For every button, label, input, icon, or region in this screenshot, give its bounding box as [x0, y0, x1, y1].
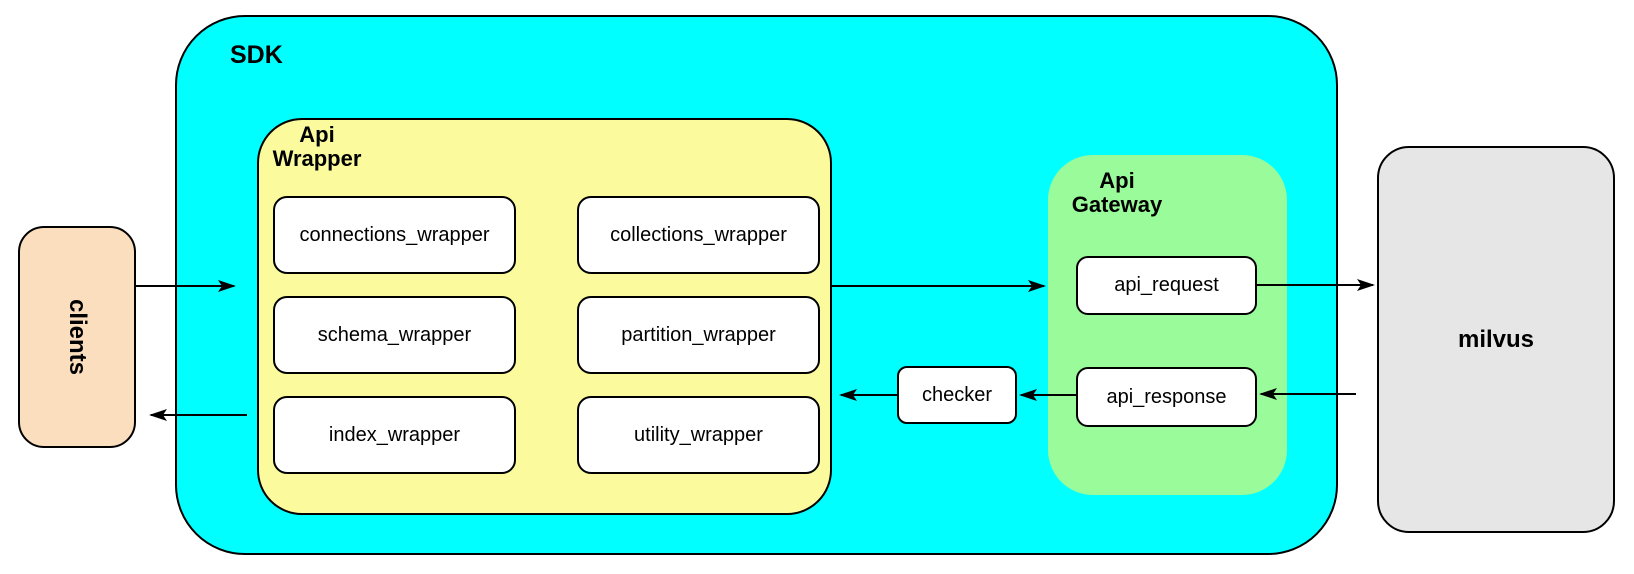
api-wrapper-label: Api Wrapper	[267, 123, 367, 171]
node-label: api_request	[1114, 274, 1219, 296]
clients-container: clients	[18, 226, 136, 448]
api-gateway-container	[1048, 155, 1287, 495]
api-gateway-label: Api Gateway	[1057, 169, 1177, 217]
api-gateway-label-line2: Gateway	[1071, 192, 1163, 217]
sdk-label: SDK	[230, 41, 283, 69]
node-partition-wrapper: partition_wrapper	[577, 296, 820, 374]
node-label: schema_wrapper	[317, 323, 472, 346]
node-api-response: api_response	[1076, 367, 1257, 427]
node-label: collections_wrapper	[610, 223, 787, 246]
api-wrapper-label-line1: Api	[299, 122, 335, 147]
node-label: api_response	[1106, 385, 1227, 408]
node-collections-wrapper: collections_wrapper	[577, 196, 820, 274]
node-connections-wrapper: connections_wrapper	[273, 196, 516, 274]
node-label: index_wrapper	[328, 423, 461, 446]
node-index-wrapper: index_wrapper	[273, 396, 516, 474]
node-schema-wrapper: schema_wrapper	[273, 296, 516, 374]
node-utility-wrapper: utility_wrapper	[577, 396, 820, 474]
api-wrapper-label-line2: Wrapper	[272, 146, 362, 171]
node-api-request: api_request	[1076, 256, 1257, 315]
node-label: utility_wrapper	[634, 423, 763, 446]
milvus-label: milvus	[1457, 325, 1535, 353]
node-label: partition_wrapper	[621, 323, 776, 346]
api-gateway-label-line1: Api	[1099, 168, 1135, 193]
node-label: checker	[921, 383, 993, 406]
node-checker: checker	[897, 366, 1017, 424]
node-label: connections_wrapper	[299, 223, 490, 246]
milvus-container: milvus	[1377, 146, 1615, 533]
clients-label: clients	[64, 298, 91, 376]
